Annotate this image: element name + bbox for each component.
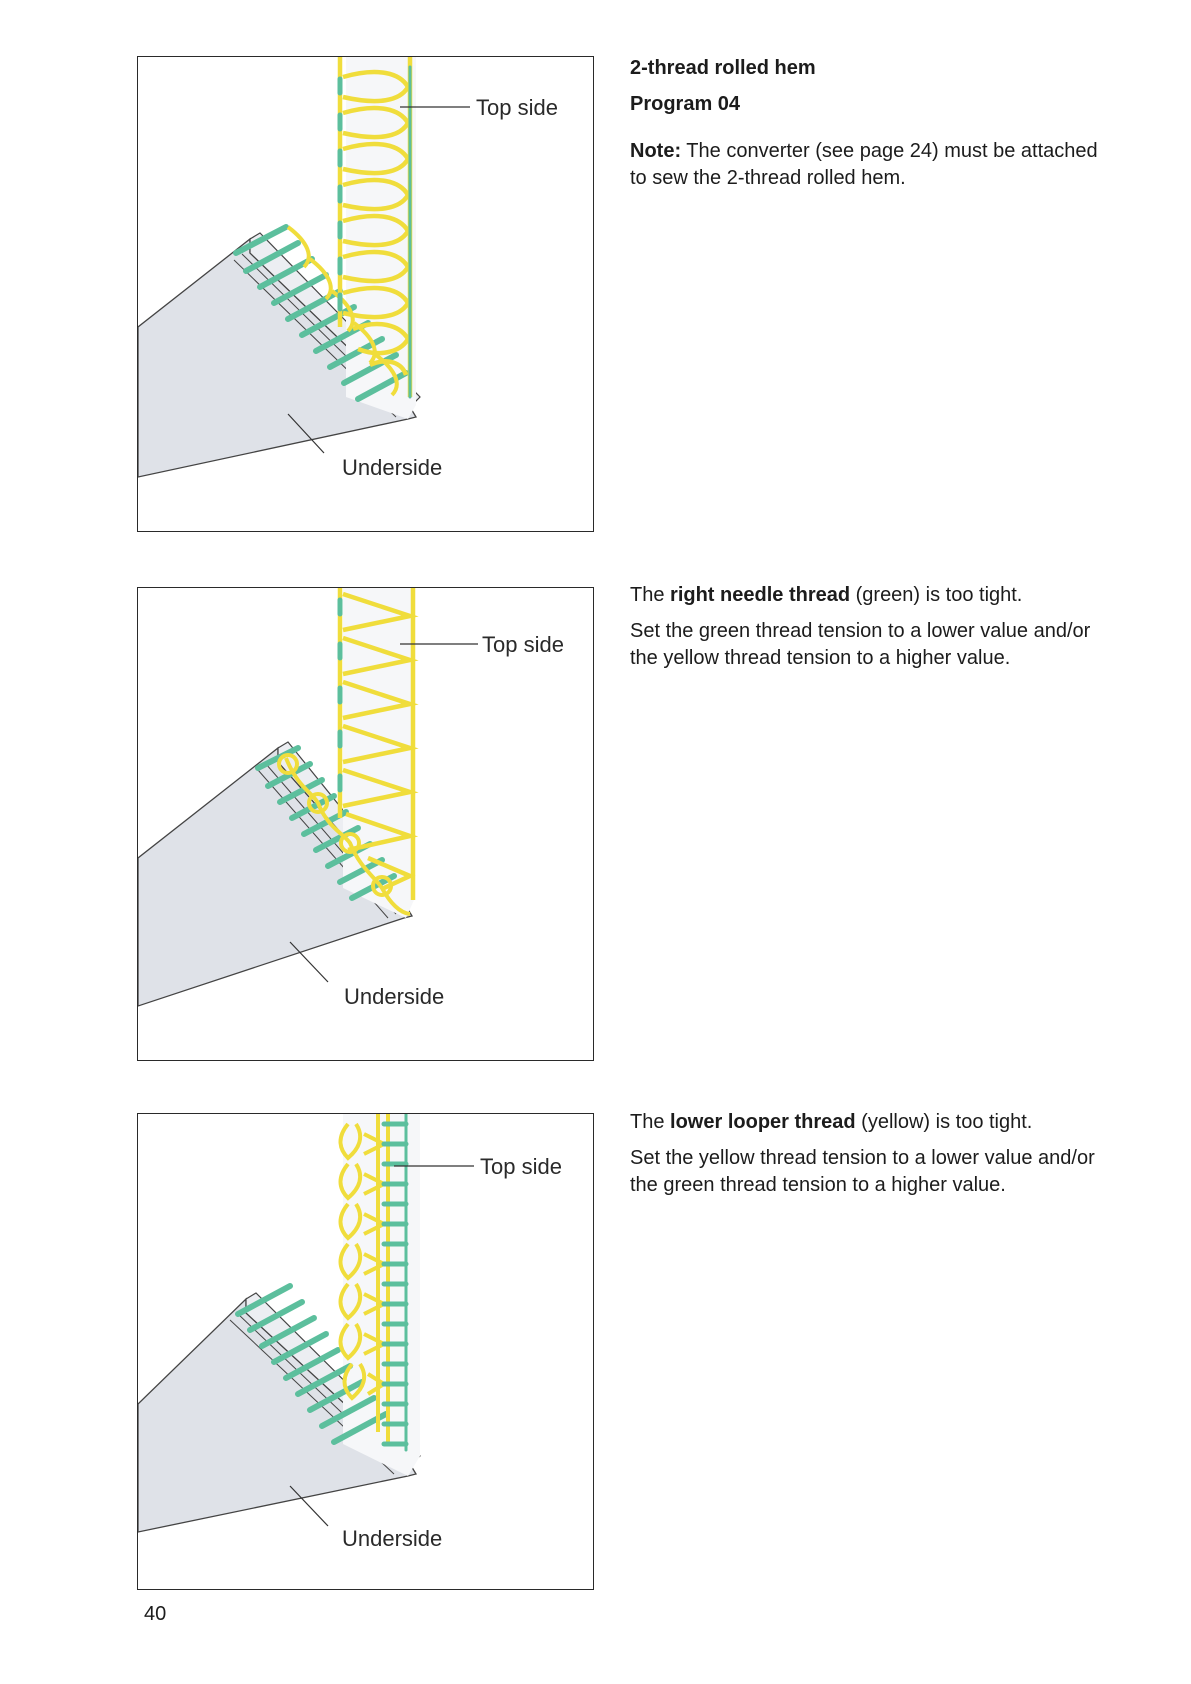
remedy-text: Set the yellow thread tension to a lower…: [630, 1147, 1095, 1196]
note-label: Note:: [630, 140, 682, 162]
section-looper-thread-tight: The lower looper thread (yellow) is too …: [630, 1109, 1100, 1208]
remedy-text: Set the green thread tension to a lower …: [630, 620, 1091, 669]
issue-statement: The right needle thread (green) is too t…: [630, 582, 1100, 609]
top-green-stitches: [337, 65, 412, 399]
top-green-stitches: [381, 1114, 409, 1452]
note-text: The converter (see page 24) must be atta…: [630, 140, 1098, 189]
fabric: [138, 57, 421, 478]
underside-label: Underside: [342, 455, 443, 480]
issue-prefix: The: [630, 584, 671, 606]
figure-correct-rolled-hem: Top side Underside: [137, 56, 594, 532]
section-rolled-hem: 2-thread rolled hem Program 04 Note: The…: [630, 50, 1100, 201]
top-side-label: Top side: [480, 1154, 562, 1179]
callout-leaders: [289, 1165, 474, 1527]
page-number: 40: [144, 1603, 167, 1625]
stitch-illustration: [138, 1114, 474, 1533]
note-paragraph: Note: The converter (see page 24) must b…: [630, 138, 1100, 192]
top-side-label: Top side: [482, 632, 564, 657]
section-heading: 2-thread rolled hem: [630, 57, 816, 79]
issue-prefix: The: [630, 1111, 671, 1133]
underside-green-stitches: [235, 1283, 389, 1445]
callout-leaders: [287, 106, 470, 454]
top-side-label: Top side: [476, 95, 558, 120]
fabric: [138, 588, 415, 1007]
underside-label: Underside: [342, 1526, 443, 1551]
callout-leaders: [289, 643, 478, 983]
issue-suffix: (yellow) is too tight.: [855, 1111, 1033, 1133]
stitch-illustration: [138, 588, 478, 1007]
issue-statement: The lower looper thread (yellow) is too …: [630, 1109, 1100, 1136]
underside-label: Underside: [344, 984, 445, 1009]
program-number: Program 04: [630, 93, 741, 115]
issue-suffix: (green) is too tight.: [850, 584, 1023, 606]
issue-thread-name: right needle thread: [670, 584, 851, 606]
section-needle-thread-tight: The right needle thread (green) is too t…: [630, 582, 1100, 681]
figure-needle-thread-too-tight: Top side Underside: [137, 587, 594, 1061]
figure-looper-thread-too-tight: Top side Underside: [137, 1113, 594, 1590]
stitch-illustration: [138, 57, 470, 478]
underside-yellow-thread: [277, 753, 411, 916]
issue-thread-name: lower looper thread: [670, 1111, 856, 1133]
